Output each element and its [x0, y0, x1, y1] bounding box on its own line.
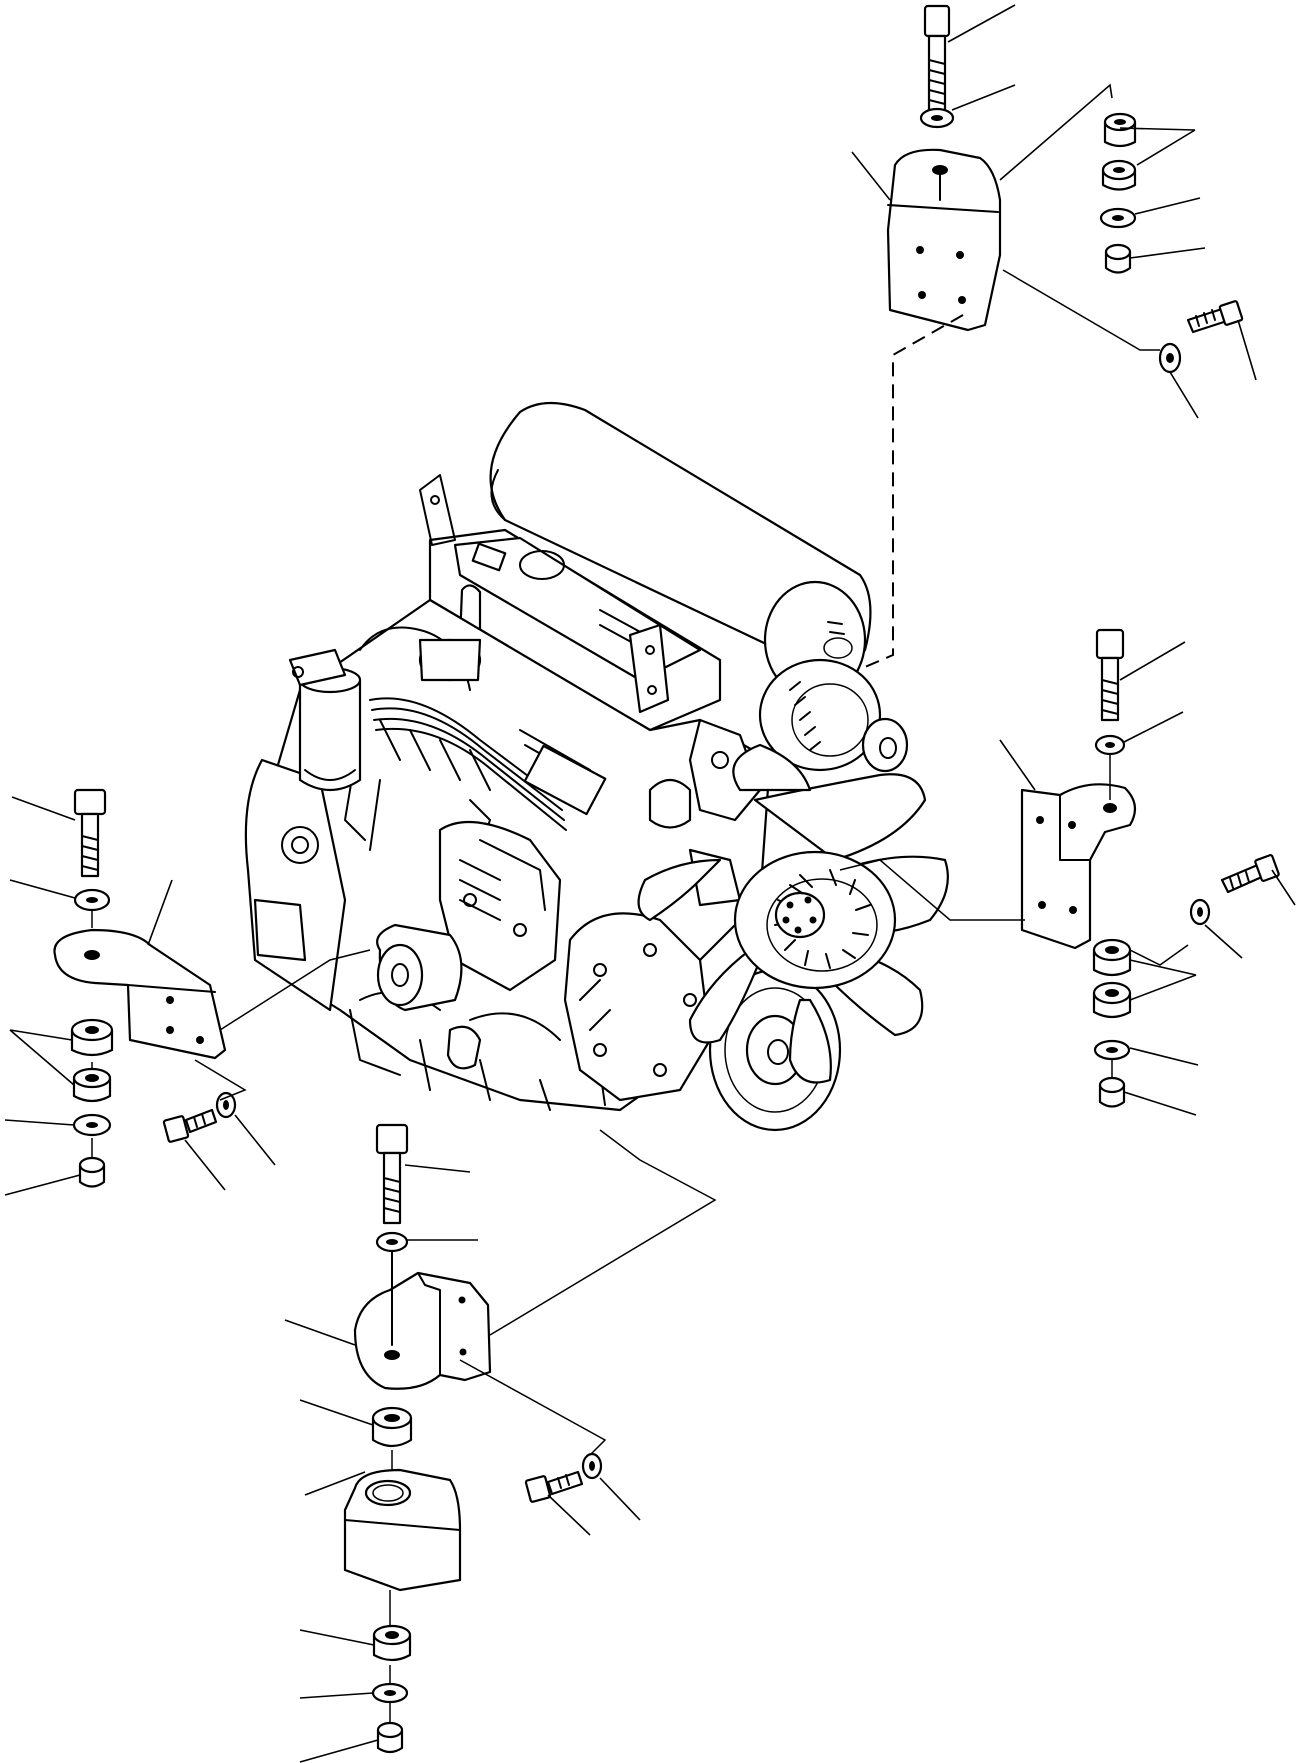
- oil-filter: [376, 923, 482, 1070]
- alternator: [758, 658, 909, 773]
- rubber-mount: [371, 1406, 413, 1448]
- mount-bracket: [353, 1251, 492, 1390]
- mount-bracket: [1020, 783, 1137, 950]
- callout-leaders: [4, 4, 1296, 1763]
- rubber-mount: [1092, 981, 1132, 1019]
- rubber-mount: [70, 1018, 114, 1057]
- hex-bolt: [1186, 300, 1244, 334]
- mount-group-upper-right: [857, 4, 1244, 671]
- hex-nut: [376, 1721, 404, 1754]
- rubber-mount: [372, 1624, 412, 1662]
- mount-group-left: [53, 788, 371, 1188]
- engine-bracket-front: [628, 623, 670, 714]
- hex-bolt: [1220, 854, 1280, 894]
- timing-gear-case: [563, 912, 712, 1102]
- fuel-filter: [288, 648, 362, 791]
- frame-mount-seat: [343, 1468, 462, 1592]
- rubber-mount: [1101, 159, 1137, 191]
- mount-group-right: [839, 628, 1280, 1108]
- water-pump: [648, 718, 762, 907]
- hex-bolt: [1095, 628, 1125, 722]
- hex-bolt: [375, 1123, 409, 1225]
- rubber-mount: [72, 1067, 112, 1103]
- hex-bolt: [524, 1470, 584, 1503]
- fuel-injection-lines: [359, 626, 607, 866]
- hex-bolt: [923, 4, 951, 112]
- hex-nut: [1104, 243, 1132, 274]
- hex-nut: [1098, 1076, 1126, 1108]
- mount-group-lower: [343, 1123, 717, 1754]
- hex-nut: [78, 1156, 106, 1188]
- rubber-mount: [1092, 938, 1132, 977]
- mount-bracket: [53, 928, 227, 1060]
- cooling-fan: [637, 743, 949, 1084]
- mount-bracket: [886, 148, 1002, 332]
- rubber-mount: [1103, 112, 1137, 148]
- hex-bolt: [162, 1108, 218, 1143]
- injection-pump: [438, 820, 562, 992]
- hex-bolt: [73, 788, 107, 878]
- engine-icon: [244, 401, 949, 1132]
